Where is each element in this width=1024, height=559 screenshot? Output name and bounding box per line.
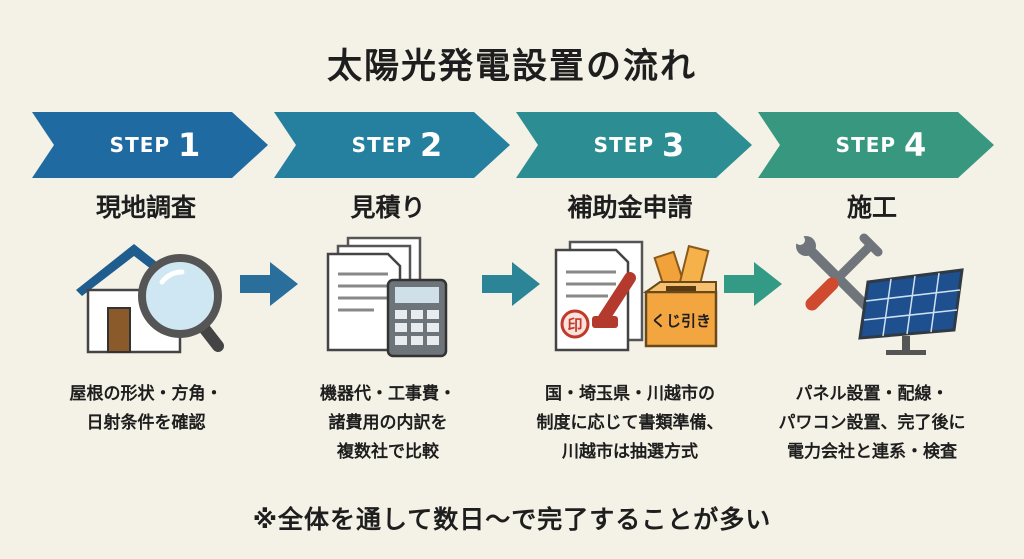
step-3-word: STEP [593, 133, 655, 157]
documents-calculator-icon [318, 232, 468, 366]
arrow-right-icon [724, 262, 782, 310]
lottery-box-label: くじ引き [651, 312, 711, 330]
page-title: 太陽光発電設置の流れ [326, 47, 697, 87]
step-1-number: 1 [178, 126, 201, 164]
step-1-title: 現地調査 [95, 193, 196, 222]
step-4-number: 4 [904, 126, 927, 164]
step-1-word: STEP [109, 133, 171, 157]
footer-note: ※全体を通して数日〜で完了することが多い [252, 505, 772, 534]
step-2-banner: STEP 2 [274, 112, 510, 178]
step-4-title: 施工 [846, 193, 897, 222]
house-magnifier-icon [62, 232, 232, 366]
step-4-banner: STEP 4 [758, 112, 994, 178]
step-2-title: 見積り [350, 193, 426, 222]
step-2-description: 機器代・工事費・ 諸費用の内訳を 複数社で比較 [320, 384, 456, 462]
stamp-mark: 印 [567, 316, 582, 334]
step-3-banner: STEP 3 [516, 112, 752, 178]
tools-solar-panel-icon [794, 232, 970, 366]
step-4-description: パネル設置・配線・ パワコン設置、完了後に 電力会社と連系・検査 [778, 384, 966, 462]
step-2-number: 2 [420, 126, 443, 164]
step-4-word: STEP [835, 133, 897, 157]
arrow-right-icon [482, 262, 540, 310]
step-3-number: 3 [662, 126, 685, 164]
application-lottery-box-icon: 印 くじ引き [548, 232, 724, 366]
step-2-word: STEP [351, 133, 413, 157]
step-3-description: 国・埼玉県・川越市の 制度に応じて書類準備、 川越市は抽選方式 [536, 384, 724, 462]
step-1-description: 屋根の形状・方角・ 日射条件を確認 [69, 384, 223, 433]
step-3-title: 補助金申請 [567, 193, 693, 222]
step-1-banner: STEP 1 [32, 112, 268, 178]
arrow-right-icon [240, 262, 298, 310]
